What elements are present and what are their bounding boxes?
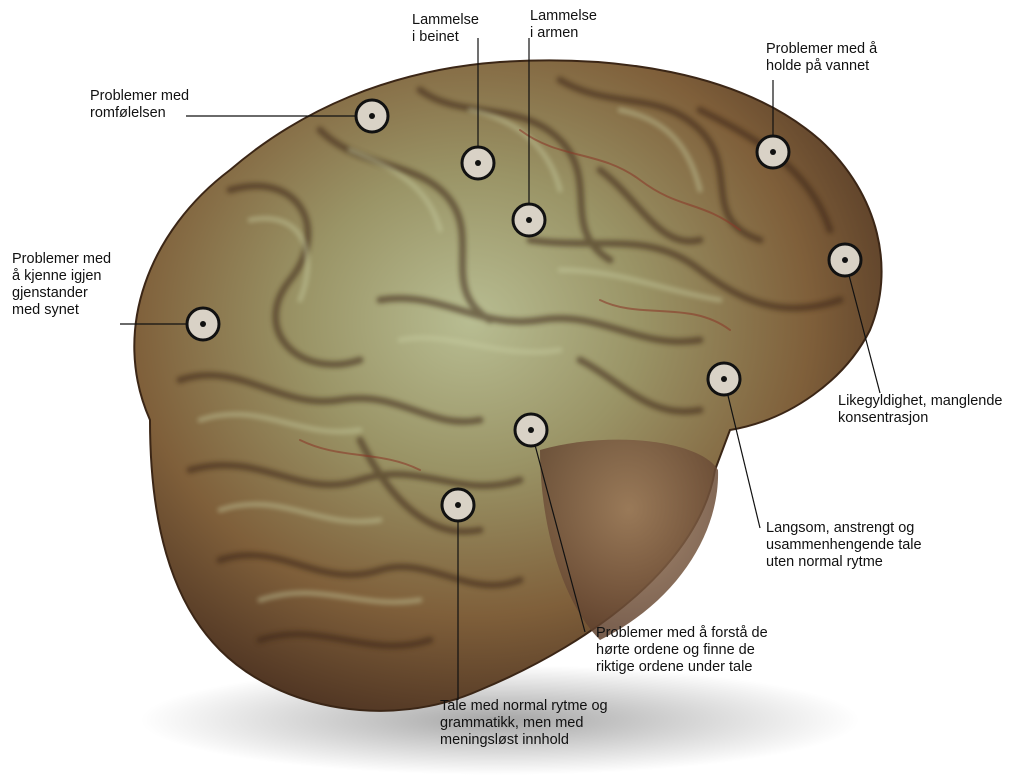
label-line: med synet — [12, 302, 111, 319]
label-line: meningsløst innhold — [440, 732, 608, 749]
marker-forsta-ordene — [515, 414, 547, 446]
label-line: i beinet — [412, 29, 479, 46]
label-line: gjenstander — [12, 285, 111, 302]
label-langsom-tale: Langsom, anstrengt og usammenhengende ta… — [766, 520, 922, 571]
label-line: Problemer med — [12, 251, 111, 268]
label-line: konsentrasjon — [838, 410, 1002, 427]
marker-kjenne-igjen — [187, 308, 219, 340]
label-line: Likegyldighet, manglende — [838, 393, 1002, 410]
marker-holde-vannet — [757, 136, 789, 168]
label-likegyldighet: Likegyldighet, manglende konsentrasjon — [838, 393, 1002, 427]
label-line: Problemer med — [90, 88, 189, 105]
label-lammelse-beinet: Lammelse i beinet — [412, 12, 479, 46]
marker-lammelse-armen — [513, 204, 545, 236]
label-line: Tale med normal rytme og — [440, 698, 608, 715]
label-line: usammenhengende tale — [766, 537, 922, 554]
label-line: Problemer med å — [766, 41, 877, 58]
label-forsta-ordene: Problemer med å forstå de hørte ordene o… — [596, 625, 768, 676]
label-line: i armen — [530, 25, 597, 42]
label-line: hørte ordene og finne de — [596, 642, 768, 659]
label-kjenne-igjen: Problemer med å kjenne igjen gjenstander… — [12, 251, 111, 319]
label-line: Langsom, anstrengt og — [766, 520, 922, 537]
marker-lammelse-beinet — [462, 147, 494, 179]
marker-langsom-tale — [708, 363, 740, 395]
label-romfolelsen: Problemer med romfølelsen — [90, 88, 189, 122]
marker-romfolelsen — [356, 100, 388, 132]
label-line: holde på vannet — [766, 58, 877, 75]
label-line: Problemer med å forstå de — [596, 625, 768, 642]
label-holde-vannet: Problemer med å holde på vannet — [766, 41, 877, 75]
label-line: Lammelse — [530, 8, 597, 25]
marker-likegyldighet — [829, 244, 861, 276]
label-line: uten normal rytme — [766, 554, 922, 571]
label-tale-normal-rytme: Tale med normal rytme og grammatikk, men… — [440, 698, 608, 749]
label-line: riktige ordene under tale — [596, 659, 768, 676]
label-line: grammatikk, men med — [440, 715, 608, 732]
label-lammelse-armen: Lammelse i armen — [530, 8, 597, 42]
label-line: romfølelsen — [90, 105, 189, 122]
label-line: Lammelse — [412, 12, 479, 29]
marker-tale-normal-rytme — [442, 489, 474, 521]
label-line: å kjenne igjen — [12, 268, 111, 285]
